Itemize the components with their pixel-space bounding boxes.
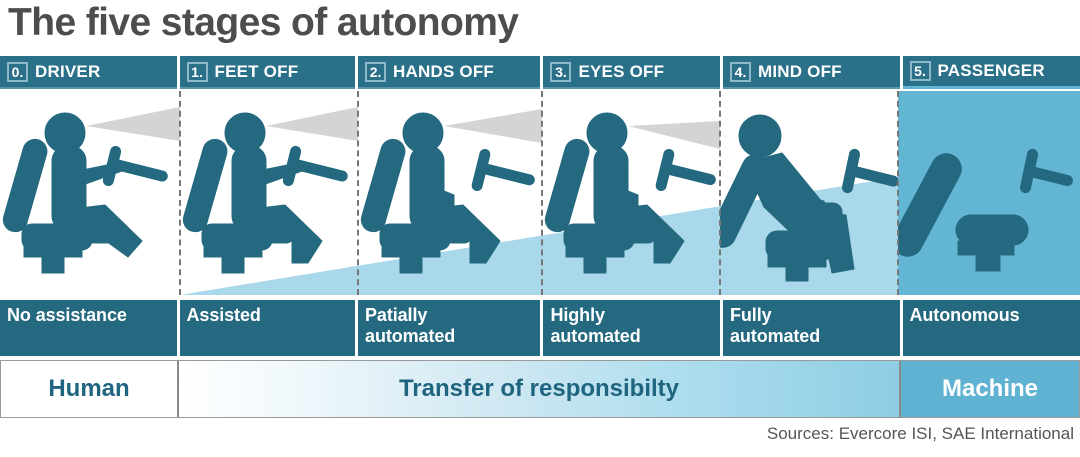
stage-name-1: FEET OFF xyxy=(214,61,299,81)
responsibility-transfer-label: Transfer of responsibilty xyxy=(398,375,680,402)
steering-wheel-spoke xyxy=(477,162,535,186)
automation-wedge xyxy=(180,177,898,295)
responsibility-machine: Machine xyxy=(899,361,1079,417)
stage-header-1[interactable]: 1. FEET OFF xyxy=(179,56,356,89)
stage-name-3: EYES OFF xyxy=(578,61,665,81)
panel-divider-4 xyxy=(897,91,899,295)
automation-label-4-line1: Fully xyxy=(730,305,772,325)
automation-label-5-line1: Autonomous xyxy=(909,305,1020,325)
stage-name-4: MIND OFF xyxy=(758,61,842,81)
source-attribution: Sources: Evercore ISI, SAE International xyxy=(766,424,1074,443)
seat-back xyxy=(544,138,590,233)
stage-number-0: 0. xyxy=(7,61,28,82)
responsibility-machine-label: Machine xyxy=(941,375,1039,402)
stage-header-2[interactable]: 2. HANDS OFF xyxy=(358,56,541,89)
seat-back xyxy=(182,138,228,233)
seat-foot xyxy=(767,252,827,268)
responsibility-transfer: Transfer of responsibilty xyxy=(179,361,899,417)
vision-cone-icon xyxy=(266,107,358,141)
head xyxy=(738,114,782,158)
knee xyxy=(443,218,473,244)
seat-back xyxy=(360,138,406,233)
knee xyxy=(627,218,657,244)
stage-name-5: PASSENGER xyxy=(937,61,1045,80)
seat-foot xyxy=(23,242,83,258)
stage-header-3[interactable]: 3. EYES OFF xyxy=(543,56,720,89)
knee xyxy=(85,218,115,244)
panel-divider-3 xyxy=(719,91,721,295)
stage-number-2: 2. xyxy=(365,61,387,82)
automation-label-0-line1: No assistance xyxy=(7,305,127,325)
automation-label-row: No assistance Assisted Patially automate… xyxy=(0,300,1080,356)
automation-label-4-line2: automated xyxy=(730,326,821,346)
seat-foot xyxy=(381,242,441,258)
knee xyxy=(265,218,295,244)
vision-cone-icon xyxy=(444,109,542,143)
steering-wheel-spoke xyxy=(847,165,898,187)
seat-foot xyxy=(565,242,625,258)
stage-name-0: DRIVER xyxy=(35,61,101,81)
vision-cone-icon xyxy=(628,121,720,149)
steering-wheel-spoke xyxy=(1025,165,1073,187)
automation-label-1: Assisted xyxy=(179,300,356,356)
automation-label-1-line1: Assisted xyxy=(186,305,261,325)
driver-figure-stage-2 xyxy=(360,109,542,274)
seat-back xyxy=(2,138,48,233)
stage-number-1: 1. xyxy=(186,61,208,82)
automation-label-2-line1: Patially xyxy=(365,305,428,325)
page-title: The five stages of autonomy xyxy=(8,1,519,44)
steering-wheel-spoke xyxy=(288,158,348,182)
stage-name-2: HANDS OFF xyxy=(393,61,494,81)
driver-figure-stage-3 xyxy=(544,112,720,274)
automation-label-2-line2: automated xyxy=(365,326,456,346)
automation-label-3-line2: automated xyxy=(550,326,641,346)
seat-foot xyxy=(957,240,1015,256)
stage-header-5[interactable]: 5. PASSENGER xyxy=(902,56,1080,89)
stage-header-row: 0. DRIVER 1. FEET OFF 2. HANDS OFF 3. EY… xyxy=(0,56,1080,89)
empty-seat-figure-stage-5 xyxy=(898,148,1073,272)
seat-foot xyxy=(203,242,263,258)
stage-number-3: 3. xyxy=(550,61,572,82)
automation-label-3-line1: Highly xyxy=(550,305,605,325)
automation-label-2: Patially automated xyxy=(358,300,541,356)
stage-number-4: 4. xyxy=(730,61,751,82)
responsibility-human: Human xyxy=(1,361,179,417)
panel-divider-2 xyxy=(541,91,543,295)
automation-label-4: Fully automated xyxy=(723,300,900,356)
driver-figure-stage-4 xyxy=(720,114,898,282)
knee xyxy=(811,202,843,230)
driver-figure-stage-0 xyxy=(2,107,180,274)
steering-wheel-spoke xyxy=(661,163,716,186)
vision-cone-icon xyxy=(86,107,180,141)
illustration-band xyxy=(0,91,1080,295)
automation-label-0: No assistance xyxy=(0,300,177,356)
seat-back xyxy=(898,153,962,257)
automation-label-5: Autonomous xyxy=(902,300,1080,356)
panel-divider-0 xyxy=(179,91,181,295)
stage-header-0[interactable]: 0. DRIVER xyxy=(0,56,177,89)
responsibility-human-label: Human xyxy=(48,375,130,402)
stage-header-4[interactable]: 4. MIND OFF xyxy=(723,56,900,89)
stage-number-5: 5. xyxy=(909,61,931,81)
panel-divider-1 xyxy=(357,91,359,295)
automation-label-3: Highly automated xyxy=(543,300,720,356)
steering-wheel-spoke xyxy=(108,158,168,182)
driver-figure-stage-1 xyxy=(182,107,358,274)
responsibility-bar: Human Transfer of responsibilty Machine xyxy=(0,360,1080,418)
